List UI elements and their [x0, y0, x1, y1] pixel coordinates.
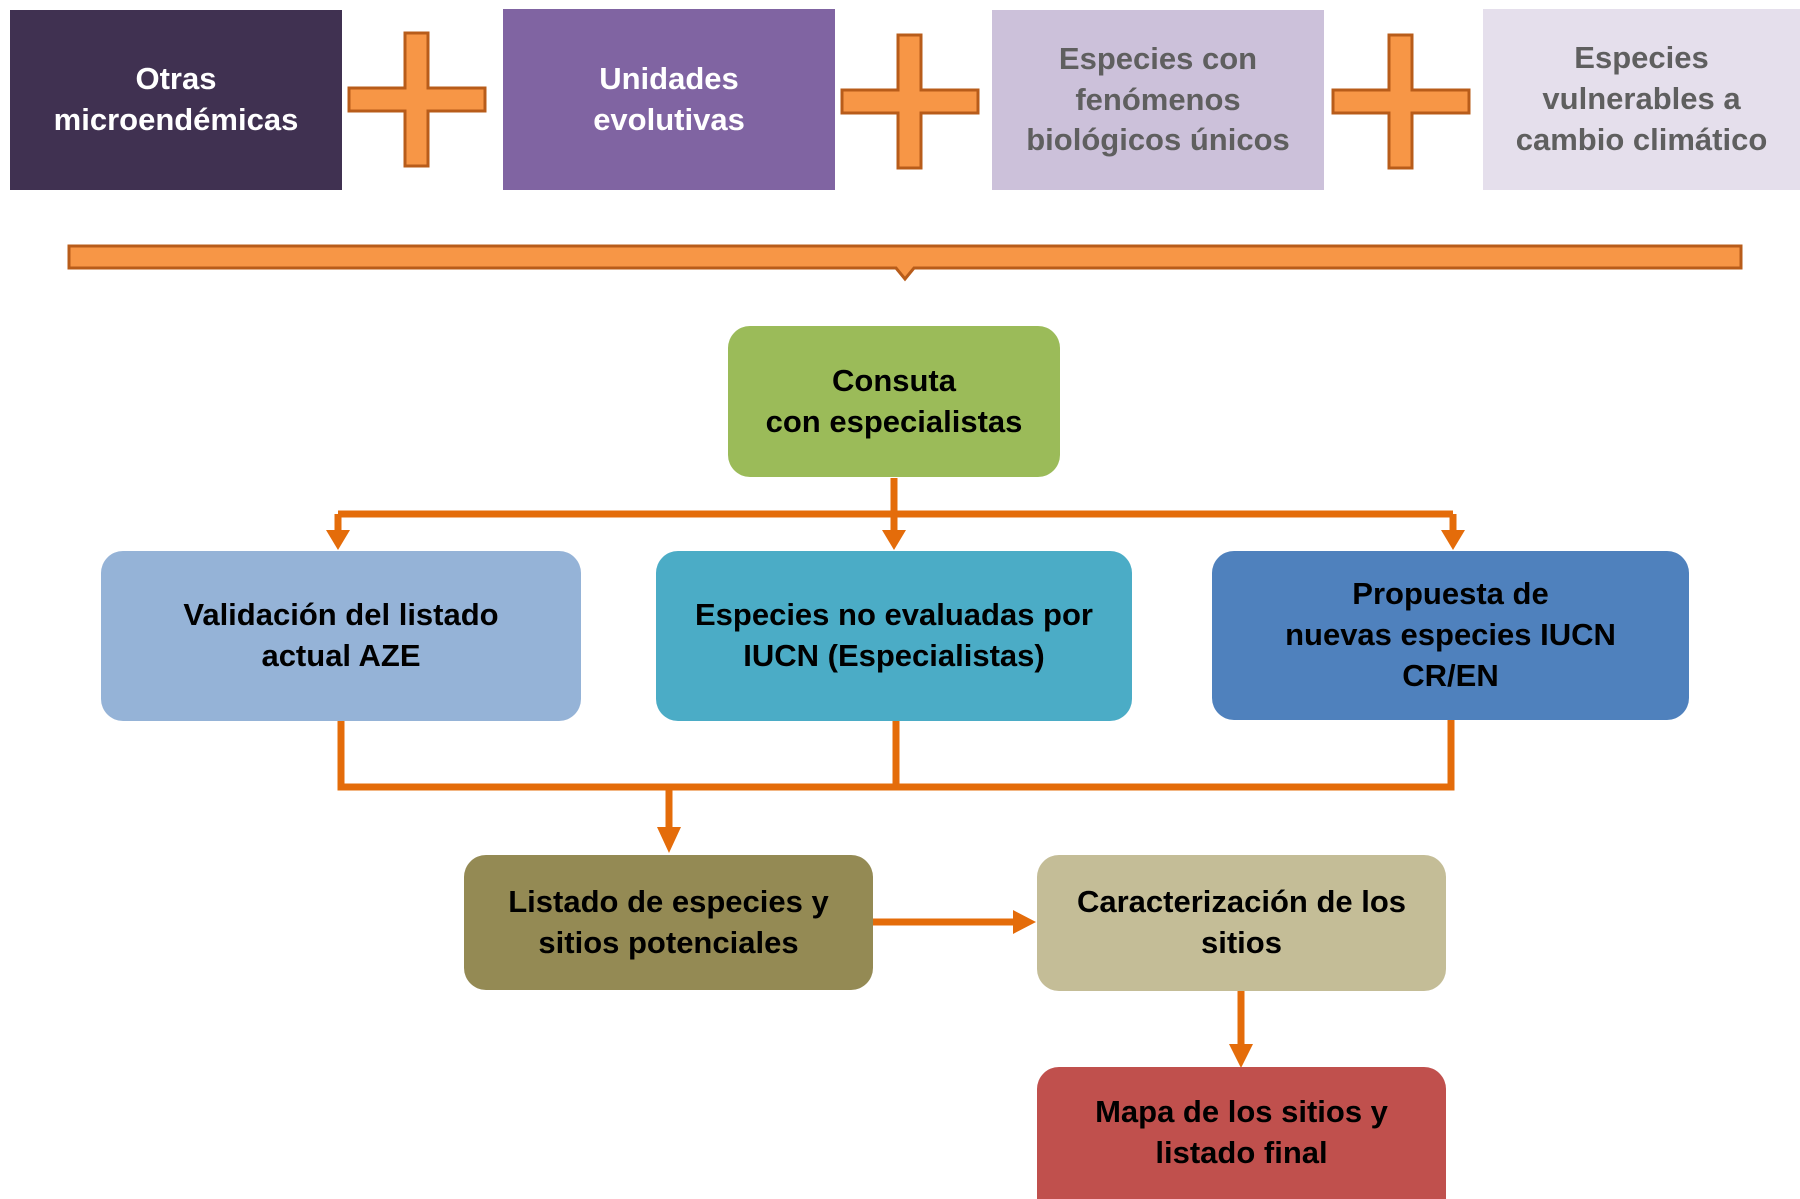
- node-mapa-listado-final: Mapa de los sitios y listado final: [1037, 1067, 1446, 1199]
- criterion-box-cambio-climatico: Especies vulnerables a cambio climático: [1483, 9, 1800, 190]
- plus-icon: [347, 31, 487, 168]
- node-propuesta-nuevas-especies: Propuesta de nuevas especies IUCN CR/EN: [1212, 551, 1689, 720]
- node-caracterizacion-sitios: Caracterización de los sitios: [1037, 855, 1446, 991]
- criterion-box-fenomenos-unicos: Especies con fenómenos biológicos únicos: [992, 10, 1324, 190]
- node-especies-no-evaluadas: Especies no evaluadas por IUCN (Especial…: [656, 551, 1132, 721]
- criterion-box-unidades-evolutivas: Unidades evolutivas: [503, 9, 835, 190]
- merge-bar: [67, 244, 1743, 282]
- arrowheads: [326, 530, 1465, 1068]
- connector-lines: [334, 478, 1457, 1045]
- node-validacion-listado: Validación del listado actual AZE: [101, 551, 581, 721]
- criterion-box-microendemicas: Otras microendémicas: [10, 10, 342, 190]
- node-consulta-especialistas: Consuta con especialistas: [728, 326, 1060, 477]
- plus-icon: [1331, 33, 1471, 170]
- plus-icon: [840, 33, 980, 170]
- node-listado-especies-sitios: Listado de especies y sitios potenciales: [464, 855, 873, 990]
